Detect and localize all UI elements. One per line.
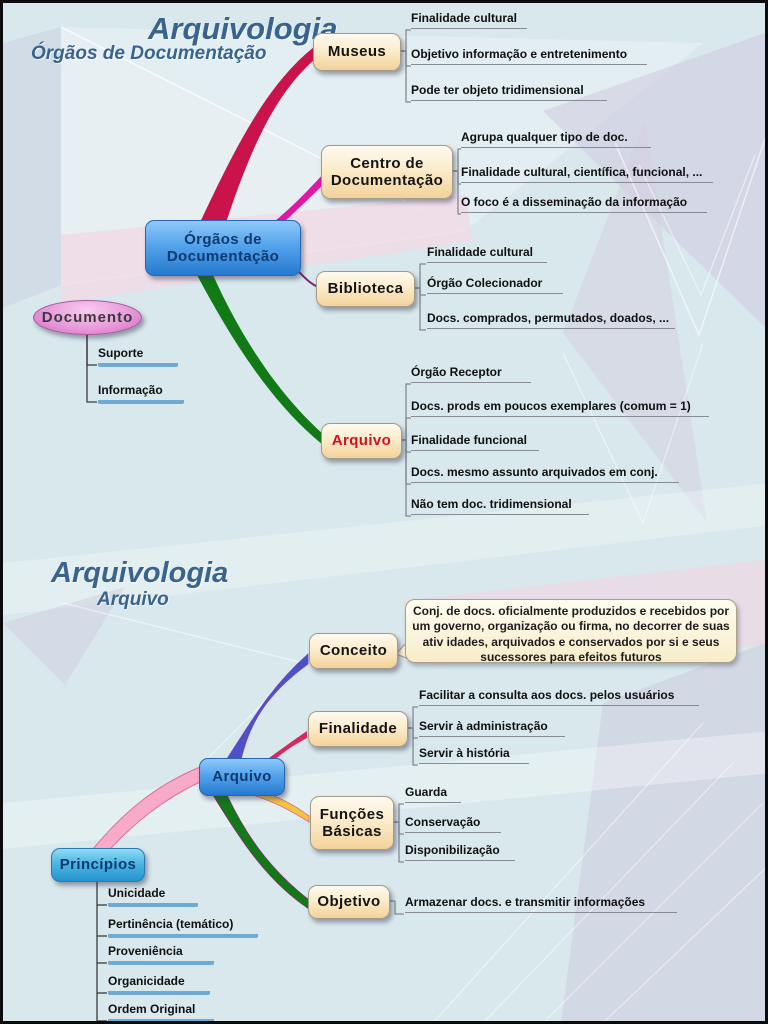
leaf-item[interactable]: Pode ter objeto tridimensional — [411, 83, 607, 101]
node-objetivo-label: Objetivo — [317, 893, 381, 911]
leaf-item[interactable]: Servir à administração — [419, 719, 565, 737]
map2-branches — [92, 653, 310, 910]
leaf-item[interactable]: Docs. comprados, permutados, doados, ... — [427, 311, 675, 329]
leaf-connectors — [86, 29, 461, 1021]
node-documento[interactable]: Documento — [33, 300, 142, 335]
leaf-item[interactable]: Finalidade funcional — [411, 433, 539, 451]
leaf-item[interactable]: Facilitar a consulta aos docs. pelos usu… — [419, 688, 699, 706]
branch-museus — [189, 47, 314, 253]
leaf-item[interactable]: Docs. mesmo assunto arquivados em conj. — [411, 465, 679, 483]
leaf-item[interactable]: Disponibilização — [405, 843, 515, 861]
map2-subtitle: Arquivo — [97, 589, 169, 610]
leaf-item[interactable]: Servir à história — [419, 746, 529, 764]
leaf-item[interactable]: Informação — [98, 383, 184, 404]
leaf-item[interactable]: O foco é a disseminação da informação — [461, 195, 707, 213]
leaf-item[interactable]: Órgão Receptor — [411, 365, 531, 383]
node-biblioteca-label: Biblioteca — [327, 280, 404, 298]
node-centro-documentacao[interactable]: Centro de Documentação — [321, 145, 453, 199]
leaf-item[interactable]: Armazenar docs. e transmitir informações — [405, 895, 677, 913]
leaf-item[interactable]: Finalidade cultural — [427, 245, 547, 263]
node-funcoes-label: Funções Básicas — [319, 805, 385, 840]
node-finalidade[interactable]: Finalidade — [308, 711, 408, 747]
branch-conceito — [224, 653, 309, 765]
branch-funcoes-basicas — [252, 788, 310, 823]
node-conceito[interactable]: Conceito — [309, 633, 398, 669]
map1-root-node[interactable]: Órgãos de Documentação — [145, 220, 301, 276]
leaf-item[interactable]: Pertinência (temático) — [108, 917, 258, 938]
node-principios-label: Princípios — [59, 856, 137, 874]
node-centro-label: Centro de Documentação — [330, 154, 444, 189]
node-museus-label: Museus — [327, 43, 387, 61]
leaf-item[interactable]: Finalidade cultural — [411, 11, 527, 29]
node-finalidade-label: Finalidade — [318, 720, 398, 738]
leaf-item[interactable]: Ordem Original — [108, 1002, 214, 1021]
map1-title: Arquivologia — [148, 11, 338, 46]
leaf-item[interactable]: Proveniência — [108, 944, 214, 965]
leaf-item[interactable]: Conservação — [405, 815, 501, 833]
branch-arquivo — [197, 275, 323, 445]
node-conceito-label: Conceito — [319, 642, 388, 660]
map2-root-label: Arquivo — [212, 768, 272, 786]
leaf-item[interactable]: Organicidade — [108, 974, 210, 995]
leaf-item[interactable]: Suporte — [98, 346, 178, 367]
node-objetivo[interactable]: Objetivo — [308, 885, 390, 919]
leaf-item[interactable]: Unicidade — [108, 886, 198, 907]
node-arquivo-top-label: Arquivo — [331, 432, 392, 450]
leaf-item[interactable]: Órgão Colecionador — [427, 276, 563, 294]
node-documento-label: Documento — [41, 308, 134, 326]
node-museus[interactable]: Museus — [313, 33, 401, 71]
map2-root-node[interactable]: Arquivo — [199, 758, 285, 796]
leaf-item[interactable]: Finalidade cultural, científica, funcion… — [461, 165, 713, 183]
map2-title: Arquivologia — [51, 557, 229, 589]
branch-biblioteca — [296, 269, 319, 288]
node-biblioteca[interactable]: Biblioteca — [316, 271, 415, 307]
node-funcoes-basicas[interactable]: Funções Básicas — [310, 796, 394, 850]
node-arquivo-top[interactable]: Arquivo — [321, 423, 402, 459]
node-principios[interactable]: Princípios — [51, 848, 145, 882]
leaf-item[interactable]: Objetivo informação e entretenimento — [411, 47, 647, 65]
map1-root-label: Órgãos de Documentação — [166, 230, 280, 265]
leaf-item[interactable]: Docs. prods em poucos exemplares (comum … — [411, 399, 709, 417]
leaf-item[interactable]: Não tem doc. tridimensional — [411, 497, 589, 515]
conceito-callout: Conj. de docs. oficialmente produzidos e… — [405, 599, 737, 664]
leaf-item[interactable]: Guarda — [405, 785, 461, 803]
leaf-item[interactable]: Agrupa qualquer tipo de doc. — [461, 130, 651, 148]
map1-subtitle: Órgãos de Documentação — [31, 43, 267, 64]
